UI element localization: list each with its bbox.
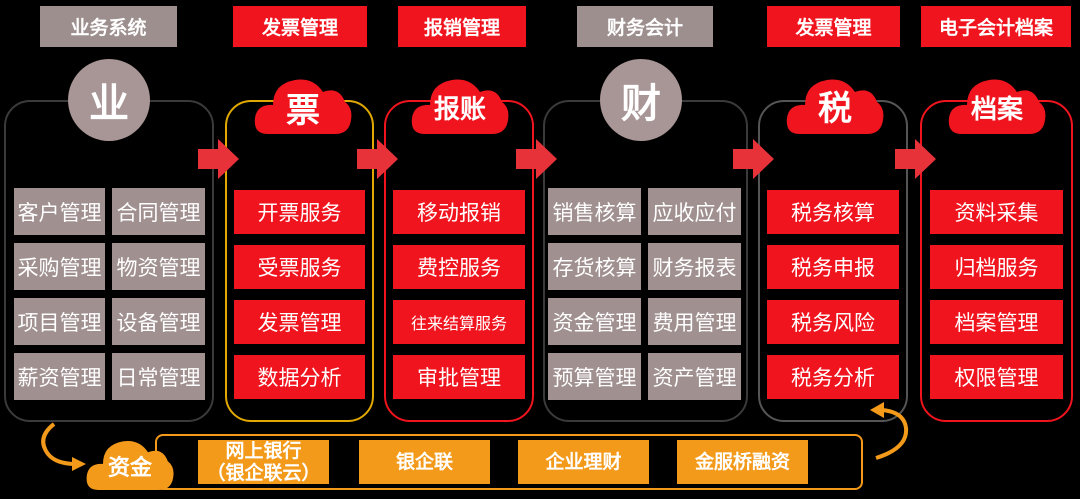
- reimbursement-cloud-icon: [411, 79, 509, 134]
- arrow-right-icon: [357, 139, 398, 179]
- archive-item[interactable]: 权限管理: [930, 355, 1063, 399]
- invoice-item[interactable]: 发票管理: [234, 300, 365, 344]
- finance-item[interactable]: 资金管理: [548, 298, 641, 345]
- invoice-cloud-icon: [254, 79, 352, 134]
- business-item[interactable]: 采购管理: [14, 243, 105, 290]
- archive-cloud-icon: [948, 79, 1046, 134]
- tax-item[interactable]: 税务风险: [767, 300, 899, 344]
- finance-item[interactable]: 预算管理: [548, 353, 641, 400]
- arrow-right-icon: [733, 139, 774, 179]
- header-business-system: 业务系统: [40, 6, 177, 47]
- header-electronic-archives: 电子会计档案: [921, 6, 1071, 47]
- business-item[interactable]: 物资管理: [112, 243, 205, 290]
- business-item[interactable]: 日常管理: [112, 353, 205, 400]
- invoice-item[interactable]: 受票服务: [234, 245, 365, 289]
- invoice-item[interactable]: 数据分析: [234, 355, 365, 399]
- header-invoice-management: 发票管理: [233, 6, 367, 47]
- finance-item[interactable]: 销售核算: [548, 188, 641, 235]
- header-invoice-management-2: 发票管理: [767, 6, 900, 47]
- business-item[interactable]: 设备管理: [112, 298, 205, 345]
- reimbursement-item[interactable]: 审批管理: [393, 355, 525, 399]
- finance-item[interactable]: 存货核算: [548, 243, 641, 290]
- finance-item[interactable]: 财务报表: [648, 243, 741, 290]
- finance-item[interactable]: 资产管理: [648, 353, 741, 400]
- fund-item[interactable]: 企业理财: [518, 440, 649, 484]
- reimbursement-item[interactable]: 费控服务: [393, 245, 525, 289]
- invoice-title: 票: [286, 90, 320, 131]
- archive-item[interactable]: 资料采集: [930, 190, 1063, 234]
- tax-title: 税: [818, 88, 852, 129]
- business-item[interactable]: 客户管理: [14, 188, 105, 235]
- business-title: 业: [89, 81, 129, 127]
- business-item[interactable]: 薪资管理: [14, 353, 105, 400]
- arrow-right-icon: [198, 139, 239, 179]
- funds-title: 资金: [107, 456, 152, 481]
- archive-title: 档案: [970, 94, 1023, 125]
- invoice-item[interactable]: 开票服务: [234, 190, 365, 234]
- tax-item[interactable]: 税务申报: [767, 245, 899, 289]
- finance-item[interactable]: 应收应付: [648, 188, 741, 235]
- arrow-right-icon: [895, 139, 936, 179]
- reimbursement-item[interactable]: 移动报销: [393, 190, 525, 234]
- finance-circle-icon: 财: [600, 59, 682, 141]
- finance-item[interactable]: 费用管理: [648, 298, 741, 345]
- funds-cloud-icon: [86, 440, 174, 490]
- fund-item-line1: 企业理财: [545, 451, 622, 473]
- tax-item[interactable]: 税务核算: [767, 190, 899, 234]
- reimbursement-title: 报账: [433, 94, 486, 125]
- fund-item[interactable]: 网上银行 （银企联云）: [198, 440, 329, 484]
- archive-item[interactable]: 档案管理: [930, 300, 1063, 344]
- business-circle-icon: 业: [68, 59, 150, 141]
- business-item[interactable]: 项目管理: [14, 298, 105, 345]
- fund-item-line1: 网上银行: [225, 440, 302, 462]
- curved-arrow-icon: [41, 422, 86, 471]
- archive-item[interactable]: 归档服务: [930, 245, 1063, 289]
- reimbursement-item[interactable]: 往来结算服务: [393, 300, 525, 344]
- header-financial-accounting: 财务会计: [577, 6, 713, 47]
- arrow-right-icon: [516, 139, 557, 179]
- fund-item[interactable]: 银企联: [359, 440, 490, 484]
- fund-item-line2: （银企联云）: [206, 462, 321, 484]
- fund-item-line1: 银企联: [395, 451, 453, 473]
- fund-item[interactable]: 金服桥融资: [677, 440, 808, 484]
- finance-title: 财: [621, 81, 661, 127]
- tax-item[interactable]: 税务分析: [767, 355, 899, 399]
- header-reimbursement-management: 报销管理: [398, 6, 526, 47]
- business-item[interactable]: 合同管理: [112, 188, 205, 235]
- fund-item-line1: 金服桥融资: [694, 451, 790, 473]
- curved-arrow-icon: [870, 402, 909, 460]
- tax-cloud-icon: [786, 79, 884, 134]
